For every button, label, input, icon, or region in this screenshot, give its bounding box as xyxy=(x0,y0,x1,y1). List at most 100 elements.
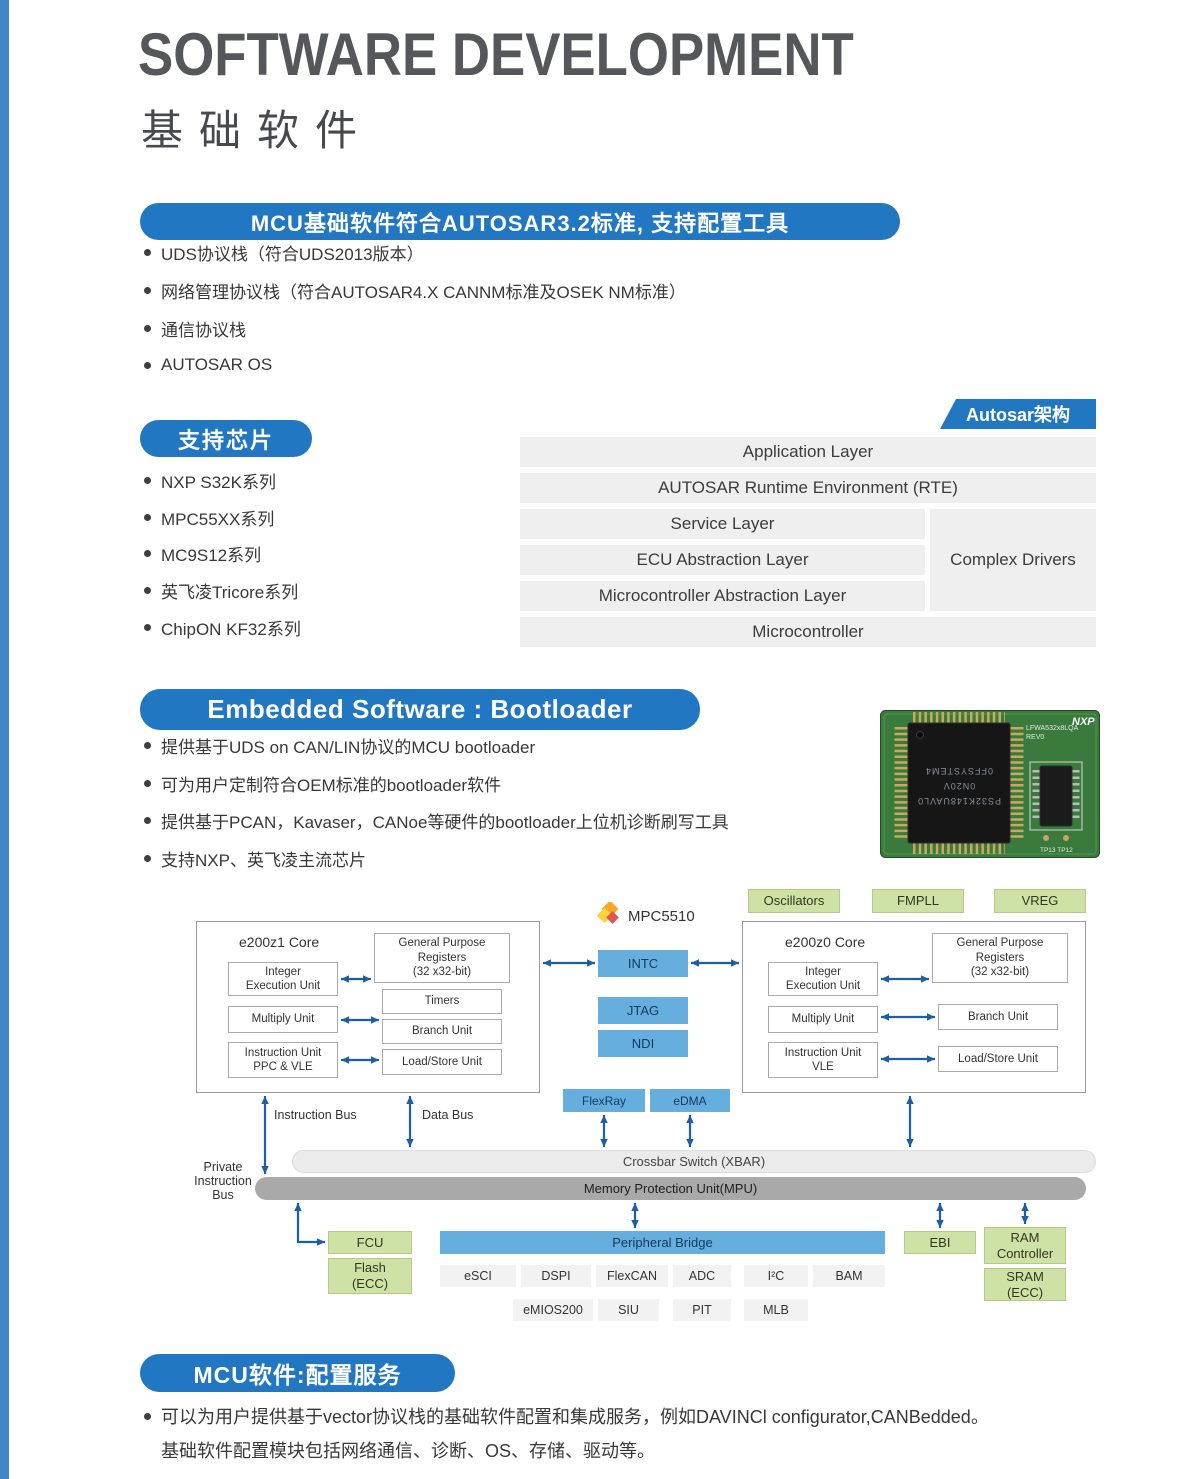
bullet-text: 提供基于PCAN，Kavaser，CANoe等硬件的bootloader上位机诊… xyxy=(161,808,729,833)
unit-instruction-right: Instruction Unit VLE xyxy=(768,1042,878,1078)
config-service-line-1: 可以为用户提供基于vector协议栈的基础软件配置和集成服务，例如DAVINCl… xyxy=(161,1400,989,1434)
bullet-text: 支持NXP、英飞凌主流芯片 xyxy=(161,846,366,871)
bullet-item: 英飞凌Tricore系列 xyxy=(144,578,298,602)
module-flexray: FlexRay xyxy=(563,1089,645,1112)
peripheral-adc: ADC xyxy=(673,1265,731,1287)
unit-branch-left: Branch Unit xyxy=(382,1019,502,1044)
bullet-dot xyxy=(144,855,151,862)
crossbar-switch: Crossbar Switch (XBAR) xyxy=(292,1150,1096,1173)
bullet-item: UDS协议栈（符合UDS2013版本） xyxy=(144,240,424,264)
section-header-autosar-std: MCU基础软件符合AUTOSAR3.2标准, 支持配置工具 xyxy=(140,203,900,240)
module-ndi: NDI xyxy=(598,1030,688,1057)
peripheral-esci: eSCI xyxy=(440,1265,516,1287)
module-oscillators: Oscillators xyxy=(748,889,840,913)
module-jtag: JTAG xyxy=(598,997,688,1024)
page-title: SOFTWARE DEVELOPMENT xyxy=(138,20,854,89)
bullet-item: MPC55XX系列 xyxy=(144,505,274,529)
module-fmpll: FMPLL xyxy=(872,889,964,913)
bullet-dot xyxy=(144,780,151,787)
bullet-text: MPC55XX系列 xyxy=(161,505,274,530)
page-subtitle: 基础软件 xyxy=(141,97,373,158)
board-rev: REV0 xyxy=(1026,734,1044,741)
bullet-text: 英飞凌Tricore系列 xyxy=(161,578,298,603)
svg-text:0FFSYSTEM4: 0FFSYSTEM4 xyxy=(925,766,993,776)
bullet-dot xyxy=(144,477,151,484)
unit-gpr-right: General Purpose Registers (32 x32-bit) xyxy=(932,933,1068,983)
module-vreg: VREG xyxy=(994,889,1086,913)
bullet-text: ChipON KF32系列 xyxy=(161,615,301,640)
unit-branch-right: Branch Unit xyxy=(938,1004,1058,1030)
bullet-dot xyxy=(144,624,151,631)
instruction-bus-label: Instruction Bus xyxy=(274,1108,357,1122)
bullet-dot xyxy=(144,325,151,332)
arch-row-microcontroller: Microcontroller xyxy=(520,617,1096,647)
core-e200z1-title: e200z1 Core xyxy=(239,934,319,950)
peripheral-pit: PIT xyxy=(673,1299,731,1321)
peripheral-siu: SIU xyxy=(598,1299,659,1321)
data-bus-label: Data Bus xyxy=(422,1108,473,1122)
bullet-dot xyxy=(144,587,151,594)
unit-integer-execution-right: Integer Execution Unit xyxy=(768,962,878,996)
svg-text:PS32K148UAVL0: PS32K148UAVL0 xyxy=(917,796,1001,806)
chip-name-label: MPC5510 xyxy=(628,908,695,925)
bullet-item: 可为用户定制符合OEM标准的bootloader软件 xyxy=(144,771,501,795)
small-ic-body xyxy=(1040,766,1072,826)
section-header-bootloader: Embedded Software : Bootloader xyxy=(140,689,700,730)
mpc5510-logo-icon xyxy=(596,902,622,928)
unit-instruction-left: Instruction Unit PPC & VLE xyxy=(228,1042,338,1078)
bullet-text: 提供基于UDS on CAN/LIN协议的MCU bootloader xyxy=(161,733,535,758)
module-fcu: FCU xyxy=(328,1231,412,1254)
nxp-logo: NXP xyxy=(1072,716,1095,728)
bullet-dot xyxy=(144,550,151,557)
bullet-text: NXP S32K系列 xyxy=(161,468,276,493)
bullet-item: 提供基于UDS on CAN/LIN协议的MCU bootloader xyxy=(144,733,535,757)
peripheral-emios200: eMIOS200 xyxy=(513,1299,593,1321)
module-ram-controller: RAM Controller xyxy=(984,1227,1066,1264)
arch-row-rte: AUTOSAR Runtime Environment (RTE) xyxy=(520,473,1096,503)
autosar-arch-tag: Autosar架构 xyxy=(940,399,1096,429)
bullet-dot xyxy=(144,514,151,521)
bullet-text: 网络管理协议栈（符合AUTOSAR4.X CANNM标准及OSEK NM标准） xyxy=(161,278,686,303)
bullet-text: UDS协议栈（符合UDS2013版本） xyxy=(161,240,424,265)
bullet-item: 网络管理协议栈（符合AUTOSAR4.X CANNM标准及OSEK NM标准） xyxy=(144,278,686,302)
bullet-dot xyxy=(144,1413,151,1420)
arch-row-mcal: Microcontroller Abstraction Layer xyxy=(520,581,925,611)
peripheral-dspi: DSPI xyxy=(521,1265,591,1287)
bullet-dot xyxy=(144,742,151,749)
bullet-text: 可为用户定制符合OEM标准的bootloader软件 xyxy=(161,771,501,796)
unit-multiply-left: Multiply Unit xyxy=(228,1006,338,1033)
config-service-paragraph: 可以为用户提供基于vector协议栈的基础软件配置和集成服务，例如DAVINCl… xyxy=(144,1400,989,1468)
bullet-dot xyxy=(144,287,151,294)
bootloader-chip-photo: PS32K148UAVL0 0N20V 0FFSYSTEM4 LFWA532x8… xyxy=(880,710,1100,858)
unit-loadstore-left: Load/Store Unit xyxy=(382,1049,502,1075)
bullet-dot xyxy=(144,362,151,369)
section-header-config-service: MCU软件:配置服务 xyxy=(140,1354,455,1392)
bullet-item: MC9S12系列 xyxy=(144,541,261,565)
bullet-item: NXP S32K系列 xyxy=(144,468,276,492)
unit-timers-left: Timers xyxy=(382,989,502,1014)
bullet-dot xyxy=(144,817,151,824)
memory-protection-unit: Memory Protection Unit(MPU) xyxy=(255,1177,1086,1200)
unit-loadstore-right: Load/Store Unit xyxy=(938,1046,1058,1072)
config-service-line-2: 基础软件配置模块包括网络通信、诊断、OS、存储、驱动等。 xyxy=(161,1434,989,1468)
test-points-label: TP13 TP12 xyxy=(1040,847,1073,854)
arch-row-application: Application Layer xyxy=(520,437,1096,467)
bullet-text: 通信协议栈 xyxy=(161,316,246,341)
peripheral-bam: BAM xyxy=(813,1265,885,1287)
left-accent-bar xyxy=(0,0,9,1479)
private-instruction-bus-label: Private Instruction Bus xyxy=(188,1160,258,1202)
peripheral-bridge: Peripheral Bridge xyxy=(440,1231,885,1254)
bullet-item: 通信协议栈 xyxy=(144,316,246,340)
bullet-item: 提供基于PCAN，Kavaser，CANoe等硬件的bootloader上位机诊… xyxy=(144,808,729,832)
unit-multiply-right: Multiply Unit xyxy=(768,1006,878,1033)
arch-complex-drivers: Complex Drivers xyxy=(930,509,1096,611)
arch-row-service: Service Layer xyxy=(520,509,925,539)
bullet-text: AUTOSAR OS xyxy=(161,355,272,375)
module-edma: eDMA xyxy=(650,1089,730,1112)
peripheral-mlb: MLB xyxy=(744,1299,808,1321)
arch-row-ecu-abstraction: ECU Abstraction Layer xyxy=(520,545,925,575)
bullet-item: ChipON KF32系列 xyxy=(144,615,301,639)
module-ebi: EBI xyxy=(904,1231,976,1254)
module-flash-ecc: Flash (ECC) xyxy=(328,1258,412,1294)
